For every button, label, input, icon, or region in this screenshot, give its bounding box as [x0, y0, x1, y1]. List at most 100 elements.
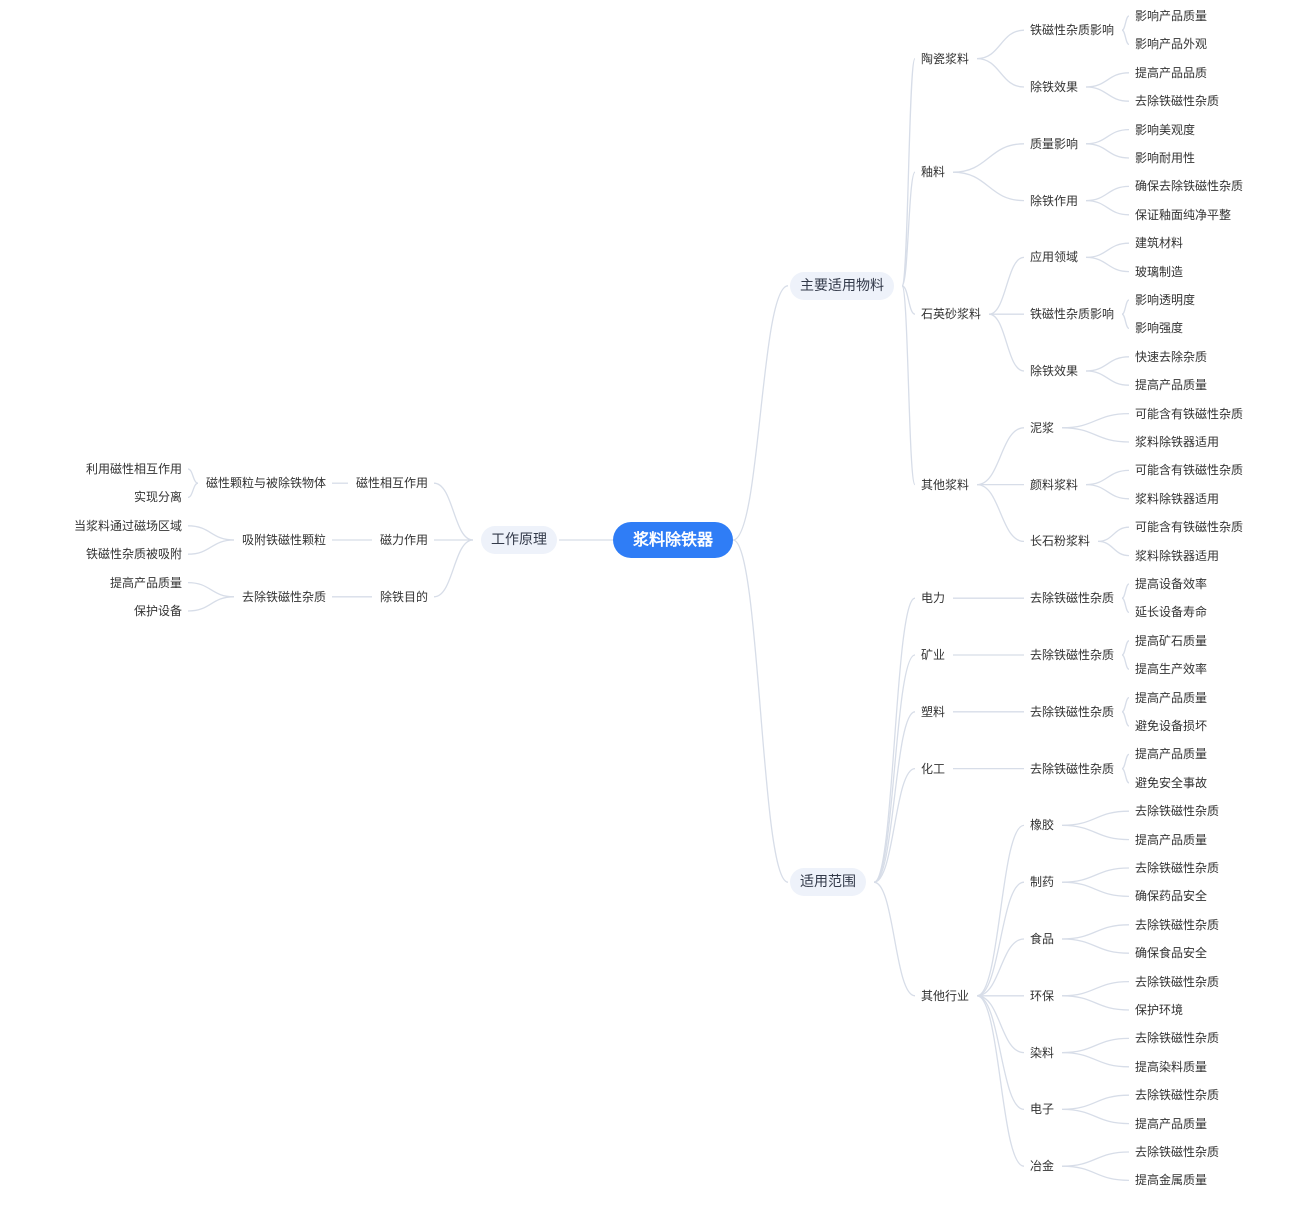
- topic-node[interactable]: 电子: [1030, 1102, 1055, 1117]
- topic-node[interactable]: 去除铁磁性杂质: [1030, 761, 1115, 776]
- topic-node[interactable]: 化工: [921, 761, 946, 776]
- leaf-node[interactable]: 避免设备损坏: [1135, 719, 1208, 733]
- connector-line: [1085, 185, 1130, 202]
- leaf-node[interactable]: 延长设备寿命: [1135, 605, 1208, 620]
- topic-node[interactable]: 矿业: [921, 648, 946, 662]
- leaf-node[interactable]: 利用磁性相互作用: [86, 462, 183, 476]
- leaf-node[interactable]: 避免安全事故: [1135, 775, 1208, 790]
- connector-line: [901, 285, 916, 315]
- topic-node[interactable]: 除铁效果: [1030, 364, 1079, 378]
- leaf-node[interactable]: 提高产品质量: [1135, 747, 1208, 762]
- topic-node[interactable]: 去除铁磁性杂质: [1030, 704, 1115, 719]
- connector-line: [1121, 654, 1130, 670]
- leaf-node[interactable]: 当浆料通过磁场区域: [74, 518, 183, 533]
- topic-node[interactable]: 磁性颗粒与被除铁物体: [206, 476, 327, 491]
- leaf-node[interactable]: 去除铁磁性杂质: [1135, 917, 1220, 932]
- branch-node[interactable]: 主要适用物料: [790, 271, 894, 300]
- topic-node[interactable]: 磁力作用: [380, 533, 429, 547]
- leaf-node[interactable]: 提高染料质量: [1135, 1059, 1208, 1074]
- leaf-node[interactable]: 去除铁磁性杂质: [1135, 94, 1220, 109]
- connector-line: [1061, 938, 1130, 954]
- connector-line: [976, 881, 1025, 997]
- branch-node[interactable]: 工作原理: [481, 526, 557, 554]
- leaf-node[interactable]: 影响产品外观: [1135, 37, 1208, 52]
- leaf-node[interactable]: 保护环境: [1135, 1003, 1184, 1017]
- topic-node[interactable]: 除铁效果: [1030, 80, 1079, 94]
- leaf-node[interactable]: 确保去除铁磁性杂质: [1135, 179, 1244, 194]
- leaf-node[interactable]: 保护设备: [134, 604, 183, 618]
- topic-node[interactable]: 去除铁磁性杂质: [1030, 591, 1115, 606]
- topic-node[interactable]: 食品: [1030, 932, 1055, 946]
- connector-line: [873, 881, 916, 997]
- topic-node[interactable]: 去除铁磁性杂质: [1030, 648, 1115, 662]
- topic-node[interactable]: 陶瓷浆料: [921, 51, 970, 66]
- leaf-node[interactable]: 去除铁磁性杂质: [1135, 1088, 1220, 1103]
- topic-node[interactable]: 电力: [921, 591, 946, 606]
- leaf-node[interactable]: 确保食品安全: [1135, 946, 1208, 961]
- leaf-node[interactable]: 去除铁磁性杂质: [1135, 1145, 1220, 1159]
- leaf-node[interactable]: 提高产品质量: [110, 575, 183, 590]
- topic-node[interactable]: 其他行业: [921, 988, 970, 1003]
- topic-node[interactable]: 质量影响: [1030, 136, 1079, 151]
- leaf-node[interactable]: 保证釉面纯净平整: [1135, 207, 1232, 222]
- leaf-node[interactable]: 确保药品安全: [1135, 889, 1208, 904]
- topic-node[interactable]: 磁性相互作用: [356, 476, 429, 491]
- topic-node[interactable]: 颜料浆料: [1030, 477, 1079, 492]
- leaf-node[interactable]: 可能含有铁磁性杂质: [1135, 463, 1244, 478]
- leaf-node[interactable]: 浆料除铁器适用: [1135, 491, 1220, 506]
- topic-node[interactable]: 石英砂浆料: [921, 307, 982, 322]
- leaf-node[interactable]: 影响美观度: [1135, 122, 1196, 137]
- topic-node[interactable]: 长石粉浆料: [1030, 534, 1091, 549]
- leaf-node[interactable]: 快速去除杂质: [1135, 349, 1208, 364]
- connector-line: [187, 539, 235, 555]
- leaf-node[interactable]: 影响透明度: [1135, 293, 1196, 307]
- leaf-node[interactable]: 提高产品质量: [1135, 378, 1208, 393]
- leaf-node[interactable]: 实现分离: [134, 490, 183, 505]
- leaf-node[interactable]: 提高矿石质量: [1135, 633, 1208, 648]
- branch-node[interactable]: 适用范围: [790, 868, 866, 897]
- leaf-node[interactable]: 影响产品质量: [1135, 9, 1208, 23]
- leaf-node[interactable]: 去除铁磁性杂质: [1135, 974, 1220, 989]
- topic-node[interactable]: 泥浆: [1030, 420, 1055, 435]
- topic-node[interactable]: 其他浆料: [921, 477, 970, 492]
- topic-node[interactable]: 冶金: [1030, 1159, 1055, 1174]
- leaf-node[interactable]: 提高生产效率: [1135, 662, 1208, 677]
- leaf-node[interactable]: 提高金属质量: [1135, 1173, 1208, 1188]
- leaf-node[interactable]: 去除铁磁性杂质: [1135, 1031, 1220, 1046]
- leaf-node[interactable]: 铁磁性杂质被吸附: [86, 547, 183, 562]
- leaf-node[interactable]: 浆料除铁器适用: [1135, 548, 1220, 563]
- topic-node[interactable]: 应用领域: [1030, 250, 1079, 265]
- leaf-node[interactable]: 可能含有铁磁性杂质: [1135, 520, 1244, 535]
- connector-line: [1061, 867, 1130, 883]
- leaf-node[interactable]: 可能含有铁磁性杂质: [1135, 406, 1244, 421]
- connector-line: [1061, 412, 1130, 429]
- topic-node[interactable]: 铁磁性杂质影响: [1030, 307, 1115, 322]
- topic-node[interactable]: 釉料: [921, 165, 946, 180]
- topic-node[interactable]: 除铁目的: [380, 589, 429, 604]
- leaf-node[interactable]: 影响耐用性: [1135, 151, 1196, 165]
- topic-node[interactable]: 去除铁磁性杂质: [242, 589, 327, 604]
- topic-node[interactable]: 除铁作用: [1030, 193, 1079, 208]
- leaf-node[interactable]: 去除铁磁性杂质: [1135, 804, 1220, 819]
- connector-line: [187, 468, 199, 484]
- leaf-node[interactable]: 浆料除铁器适用: [1135, 435, 1220, 449]
- leaf-node[interactable]: 提高设备效率: [1135, 577, 1208, 591]
- topic-node[interactable]: 染料: [1030, 1045, 1055, 1060]
- leaf-node[interactable]: 影响强度: [1135, 321, 1184, 336]
- root-topic[interactable]: 浆料除铁器: [613, 522, 734, 558]
- leaf-node[interactable]: 提高产品质量: [1135, 690, 1208, 705]
- leaf-node[interactable]: 提高产品质量: [1135, 1116, 1208, 1131]
- leaf-node[interactable]: 玻璃制造: [1135, 264, 1184, 279]
- topic-node[interactable]: 吸附铁磁性颗粒: [242, 533, 327, 547]
- topic-node[interactable]: 环保: [1030, 988, 1055, 1003]
- topic-node[interactable]: 塑料: [921, 704, 946, 719]
- topic-node[interactable]: 橡胶: [1030, 818, 1055, 833]
- connector-line: [1085, 370, 1130, 386]
- leaf-node[interactable]: 提高产品品质: [1135, 65, 1208, 80]
- leaf-node[interactable]: 建筑材料: [1135, 236, 1184, 251]
- topic-node[interactable]: 制药: [1030, 875, 1055, 890]
- connector-line: [1085, 199, 1130, 216]
- topic-node[interactable]: 铁磁性杂质影响: [1030, 23, 1115, 38]
- leaf-node[interactable]: 去除铁磁性杂质: [1135, 861, 1220, 875]
- leaf-node[interactable]: 提高产品质量: [1135, 832, 1208, 847]
